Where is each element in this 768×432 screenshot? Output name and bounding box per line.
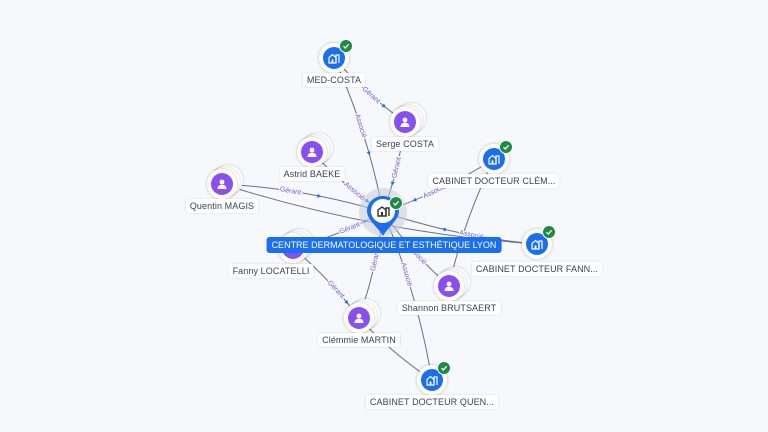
person-icon bbox=[394, 111, 416, 133]
building-icon bbox=[526, 233, 548, 255]
edge-label: Associé bbox=[399, 262, 413, 288]
edge-label: Gérant bbox=[391, 156, 403, 179]
person-node-astrid-baeke[interactable] bbox=[297, 133, 333, 167]
person-icon bbox=[348, 307, 370, 329]
node-label[interactable]: MED-COSTA bbox=[302, 73, 366, 87]
building-icon bbox=[483, 148, 505, 170]
person-icon bbox=[211, 173, 233, 195]
node-circle[interactable] bbox=[434, 271, 464, 301]
company-node-cabinet-clem[interactable] bbox=[479, 140, 513, 174]
edge-arrow-icon bbox=[441, 227, 447, 232]
edge-label: Gérant bbox=[339, 221, 362, 235]
node-circle[interactable] bbox=[207, 169, 237, 199]
edge-label: Gérant bbox=[326, 280, 346, 300]
center-node-label[interactable]: CENTRE DERMATOLOGIQUE ET ESTHÉTIQUE LYON bbox=[266, 237, 502, 253]
building-icon bbox=[421, 369, 443, 391]
node-circle[interactable] bbox=[390, 107, 420, 137]
edge-label: Associé bbox=[353, 113, 367, 139]
node-label[interactable]: Shannon BRUTSAERT bbox=[397, 301, 501, 315]
node-label[interactable]: Astrid BAEKE bbox=[279, 167, 345, 181]
company-node-med-costa[interactable] bbox=[319, 39, 353, 73]
edge-label: Gérant bbox=[279, 186, 301, 197]
verified-check-icon bbox=[499, 140, 513, 154]
edge-arrow-icon bbox=[366, 151, 371, 156]
company-node-cabinet-quen[interactable] bbox=[417, 361, 451, 395]
edge-arrow-icon bbox=[344, 299, 349, 305]
node-circle[interactable] bbox=[417, 361, 451, 395]
person-node-serge-costa[interactable] bbox=[390, 103, 426, 137]
node-label[interactable]: Clémmie MARTIN bbox=[318, 333, 400, 347]
node-circle[interactable] bbox=[344, 303, 374, 333]
edge-arrow-icon bbox=[390, 181, 395, 186]
node-label[interactable]: CABINET DOCTEUR FANN... bbox=[471, 262, 603, 276]
edge-label: Gérant bbox=[361, 86, 382, 106]
person-icon bbox=[301, 141, 323, 163]
node-label[interactable]: CABINET DOCTEUR QUEN... bbox=[365, 395, 499, 409]
edge-arrow-icon bbox=[317, 193, 322, 198]
node-label[interactable]: Serge COSTA bbox=[372, 137, 438, 151]
company-node-cabinet-fann[interactable] bbox=[522, 225, 556, 259]
person-node-quentin-magis[interactable] bbox=[207, 165, 243, 199]
person-icon bbox=[438, 275, 460, 297]
building-icon bbox=[323, 47, 345, 69]
node-circle[interactable] bbox=[479, 140, 513, 174]
edge-arrow-icon bbox=[412, 197, 417, 202]
verified-check-icon bbox=[339, 39, 353, 53]
node-circle[interactable] bbox=[297, 137, 327, 167]
verified-check-icon bbox=[542, 225, 556, 239]
edge-arrow-icon bbox=[381, 103, 386, 108]
node-label[interactable]: CABINET DOCTEUR CLÉM... bbox=[428, 174, 560, 188]
verified-check-icon bbox=[389, 196, 403, 210]
node-label[interactable]: Fanny LOCATELLI bbox=[228, 264, 314, 278]
node-label[interactable]: Quentin MAGIS bbox=[185, 199, 259, 213]
node-circle[interactable] bbox=[319, 39, 353, 73]
person-node-shannon-brutsaert[interactable] bbox=[434, 267, 470, 301]
node-circle[interactable] bbox=[522, 225, 556, 259]
verified-check-icon bbox=[437, 361, 451, 375]
person-node-clemmie-martin[interactable] bbox=[344, 299, 380, 333]
